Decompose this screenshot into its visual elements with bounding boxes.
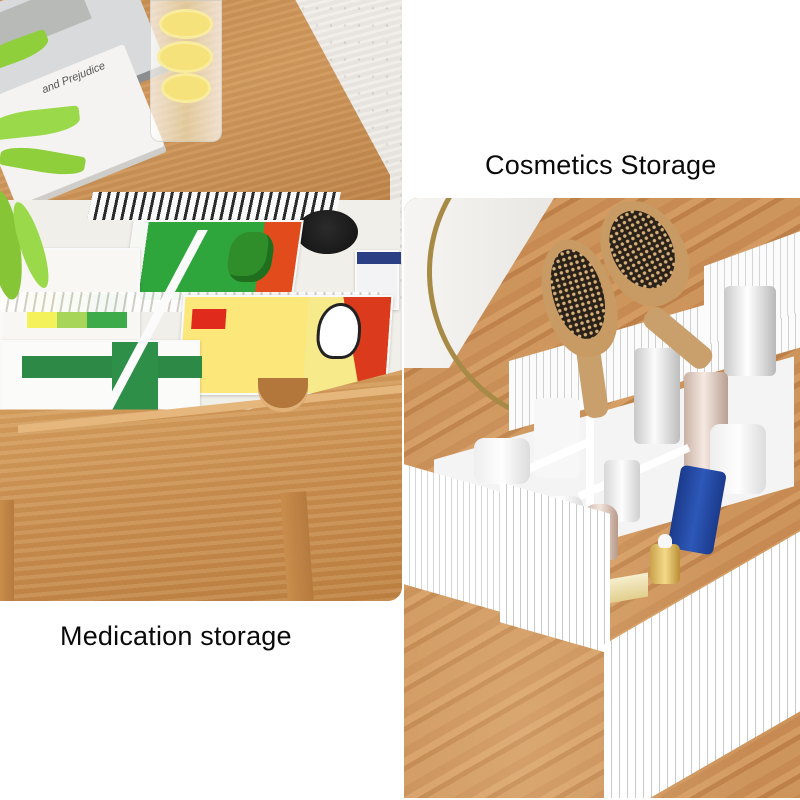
medication-storage-photo: and Prejudice Wooden nightstand drawer o… <box>0 0 402 601</box>
medicine-box-green <box>122 220 304 302</box>
silver-cap-bottle <box>724 286 776 376</box>
white-cream-jar <box>474 438 530 484</box>
cosmetics-storage-photo: White adjustable divider grid on wooden … <box>404 198 800 798</box>
box-portrait <box>315 303 363 359</box>
box-logo <box>191 309 227 329</box>
dropper-cap <box>658 534 672 548</box>
box-illustration <box>225 232 277 282</box>
lemon-slice <box>159 9 213 39</box>
medication-storage-caption: Medication storage <box>60 621 292 651</box>
box-label <box>357 252 401 264</box>
cosmetics-storage-caption: Cosmetics Storage <box>485 150 717 180</box>
lemon-water-glass <box>150 0 222 142</box>
nightstand-leg <box>0 500 14 601</box>
black-jar <box>296 210 358 254</box>
gold-dropper-bottle <box>650 544 680 584</box>
lemon-slice <box>157 41 213 73</box>
lemon-slice <box>161 73 211 103</box>
silver-cap-bottle <box>634 348 680 444</box>
white-divider-back <box>87 192 341 220</box>
